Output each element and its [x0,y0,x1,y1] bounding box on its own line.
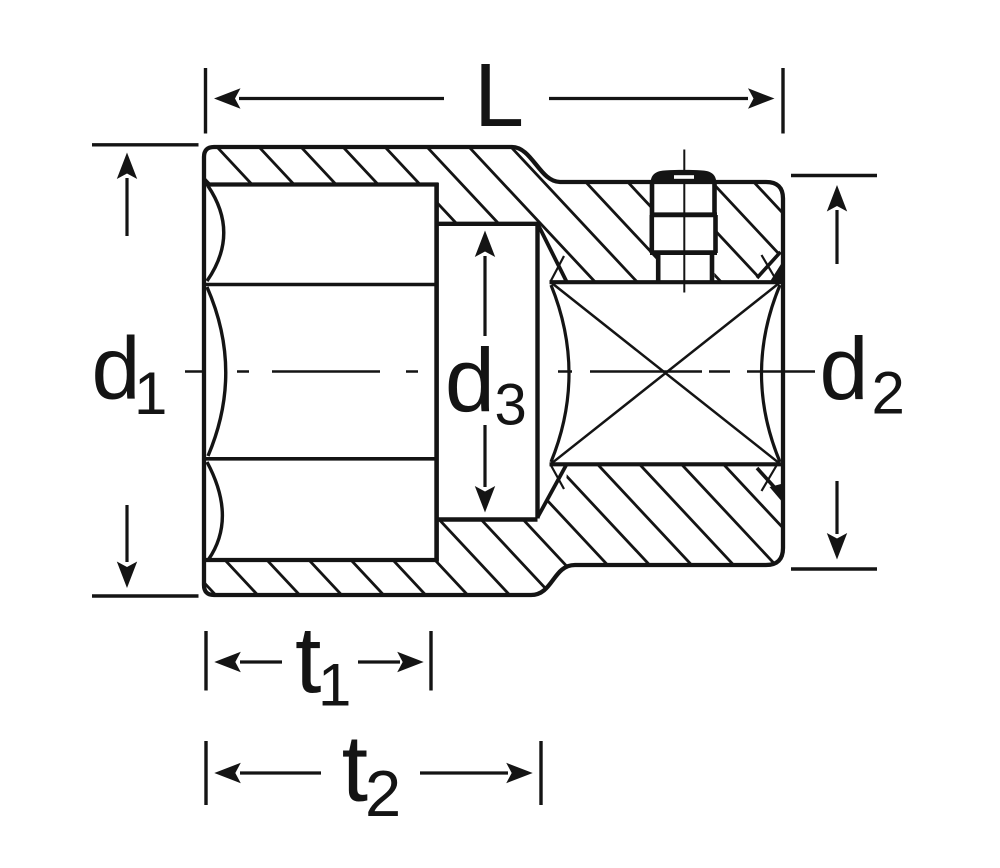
svg-text:d: d [445,332,495,432]
svg-text:1: 1 [134,360,167,427]
svg-text:L: L [474,46,524,146]
svg-text:2: 2 [872,360,905,427]
svg-text:1: 1 [318,652,351,719]
svg-text:t: t [342,716,368,822]
svg-text:2: 2 [365,757,401,830]
svg-text:t: t [295,608,321,714]
svg-text:d: d [820,319,869,418]
svg-text:3: 3 [495,373,527,438]
svg-text:d: d [92,319,141,418]
